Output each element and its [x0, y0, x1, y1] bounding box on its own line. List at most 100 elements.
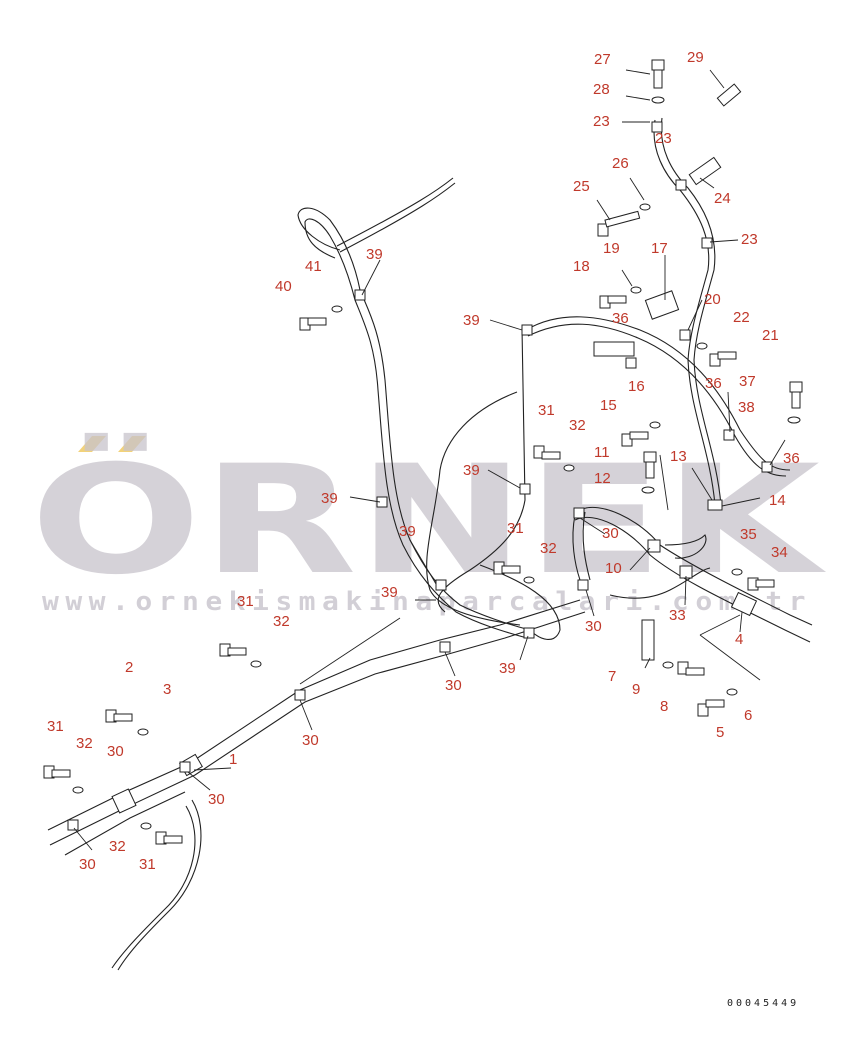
- callout-32: 32: [76, 735, 93, 752]
- clamp-14: [707, 499, 723, 511]
- bolt-21: [709, 351, 737, 367]
- hose-lower-left: [117, 799, 202, 971]
- hose-upper-left: [339, 182, 456, 253]
- washer-12: [641, 486, 655, 494]
- callout-27: 27: [594, 51, 611, 68]
- hose-right-vertical-b: [660, 117, 722, 506]
- clamp-36-c: [761, 461, 773, 473]
- callout-31: 31: [237, 593, 254, 610]
- callout-30: 30: [445, 677, 462, 694]
- washer-35: [731, 568, 743, 576]
- callout-23: 23: [593, 113, 610, 130]
- callout-39: 39: [399, 523, 416, 540]
- callout-30: 30: [79, 856, 96, 873]
- clamp-36-a: [625, 357, 637, 369]
- callout-15: 15: [600, 397, 617, 414]
- clamp-36-b: [723, 429, 735, 441]
- callout-32: 32: [273, 613, 290, 630]
- callout-25: 25: [573, 178, 590, 195]
- hose-right-riser-b: [582, 511, 591, 581]
- callout-36: 36: [705, 375, 722, 392]
- clamp-30-a: [439, 641, 451, 653]
- clamp-30-e: [179, 761, 191, 773]
- hose-loop-left: [297, 207, 531, 631]
- bolt-37: [789, 381, 803, 409]
- washer-19: [630, 286, 642, 294]
- washer-26: [639, 203, 651, 211]
- callout-1: 1: [229, 751, 237, 768]
- hose-center-c: [525, 316, 791, 471]
- callout-39: 39: [366, 246, 383, 263]
- callout-38: 38: [738, 399, 755, 416]
- callout-35: 35: [740, 526, 757, 543]
- callout-5: 5: [716, 724, 724, 741]
- callout-30: 30: [585, 618, 602, 635]
- callout-40: 40: [275, 278, 292, 295]
- bolt-2: [105, 709, 133, 723]
- callout-37: 37: [739, 373, 756, 390]
- bolt-31-left: [219, 643, 247, 657]
- callout-23: 23: [655, 130, 672, 147]
- secondary-tube: [64, 791, 186, 856]
- callout-32: 32: [569, 417, 586, 434]
- bolt-31-bottom: [155, 831, 183, 845]
- callout-11: 11: [594, 444, 610, 461]
- hose-loop-left-b: [304, 218, 528, 639]
- callout-31: 31: [139, 856, 156, 873]
- callout-36: 36: [612, 310, 629, 327]
- clamp-39-top: [354, 289, 366, 301]
- washer-38: [787, 416, 801, 424]
- hose-center-b: [437, 327, 526, 613]
- callout-2: 2: [125, 659, 133, 676]
- callout-30: 30: [107, 743, 124, 760]
- clamp-30-d: [573, 507, 585, 519]
- bolt-31-far-left: [43, 765, 71, 779]
- callout-30: 30: [602, 525, 619, 542]
- pipe-network: [47, 117, 813, 971]
- hose-small-loop: [664, 534, 707, 559]
- fitting-16: [593, 341, 635, 357]
- main-tube-upper-edge: [47, 599, 581, 831]
- bolt-27: [651, 59, 665, 89]
- washer-32-bottom: [140, 822, 152, 830]
- clamp-10: [647, 539, 661, 553]
- callout-28: 28: [593, 81, 610, 98]
- washer-6: [726, 688, 738, 696]
- callout-7: 7: [608, 668, 616, 685]
- bolt-31-upper: [533, 445, 561, 460]
- clamp-30-c: [577, 579, 589, 591]
- watermark-url: www.ornekismakinaparcalari.com.tr: [42, 587, 812, 617]
- washer-32-mid: [523, 576, 535, 584]
- hose-right-vertical: [653, 119, 716, 506]
- hose-bottom-short: [609, 567, 711, 599]
- hardware: [43, 59, 803, 845]
- callouts: 27 29 28 23 23 26 25 24 19 17 23 18 40 4…: [47, 49, 800, 873]
- callout-22: 22: [733, 309, 750, 326]
- callout-8: 8: [660, 698, 668, 715]
- callout-16: 16: [628, 378, 645, 395]
- callout-3: 3: [163, 681, 171, 698]
- hose-center-a: [426, 391, 521, 626]
- bolt-34: [747, 577, 775, 591]
- washer-41: [331, 305, 343, 313]
- washer-22: [696, 342, 708, 350]
- clamp-39-center-top: [521, 324, 533, 336]
- watermark: ÖRNEK www.ornekismakinaparcalari.com.tr: [30, 432, 826, 617]
- callout-39: 39: [321, 490, 338, 507]
- bolt-31-mid: [493, 561, 521, 575]
- hose-center-d: [527, 323, 787, 477]
- watermark-accent-left: [78, 436, 106, 452]
- main-tube-lower-edge: [49, 611, 586, 846]
- bracket-7: [641, 619, 655, 661]
- bolt-25: [597, 210, 641, 237]
- clamp-30-b: [294, 689, 306, 701]
- clamp-23-b: [675, 179, 687, 191]
- callout-4: 4: [735, 631, 743, 648]
- washer-32-far-left: [72, 786, 84, 794]
- hose-bottom-center: [479, 564, 561, 640]
- callout-31: 31: [538, 402, 555, 419]
- drawing-number: 00045449: [727, 998, 799, 1009]
- bolt-15: [621, 431, 649, 447]
- bolt-11: [643, 451, 657, 479]
